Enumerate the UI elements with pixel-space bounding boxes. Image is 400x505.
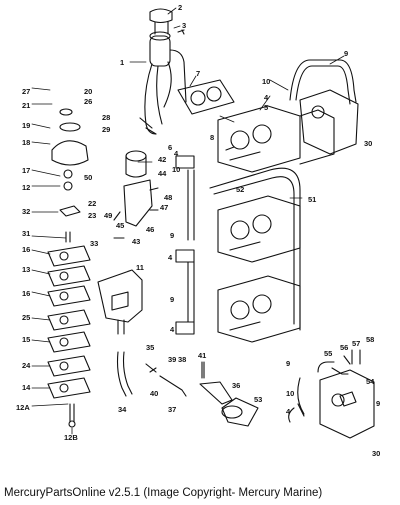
callout-16b: 16 (22, 289, 30, 298)
callout-26: 26 (84, 97, 92, 106)
fuel-pump-body (97, 269, 143, 335)
callout-52: 52 (236, 185, 244, 194)
callout-43: 43 (132, 237, 140, 246)
callout-4e: 4 (286, 407, 291, 416)
carburetor-bottom (217, 275, 301, 343)
callout-30: 30 (364, 139, 372, 148)
callout-49: 49 (104, 211, 112, 220)
callout-23: 23 (88, 211, 96, 220)
fuel-hoses (175, 59, 357, 415)
callout-46: 46 (146, 225, 154, 234)
callout-31: 31 (22, 229, 30, 238)
right-lower-fittings (288, 349, 361, 423)
callout-36: 36 (232, 381, 240, 390)
callout-8: 8 (210, 133, 214, 142)
callout-22: 22 (88, 199, 96, 208)
callout-13: 13 (22, 265, 30, 274)
callout-9d: 9 (286, 359, 290, 368)
callout-12: 12 (22, 183, 30, 192)
callout-labels: 1 2 3 4 5 6 7 8 9 10 11 12 12A 12B 13 14… (16, 3, 380, 458)
callout-50: 50 (84, 173, 92, 182)
callout-12B: 12B (64, 433, 78, 442)
callout-1: 1 (120, 58, 124, 67)
callout-14: 14 (22, 383, 31, 392)
callout-6: 6 (168, 143, 172, 152)
callout-39: 39 (168, 355, 176, 364)
callout-3: 3 (182, 21, 186, 30)
callout-51: 51 (308, 195, 316, 204)
carburetor-side-view (299, 89, 375, 439)
callout-4d: 4 (170, 325, 175, 334)
callout-5: 5 (264, 103, 268, 112)
callout-21: 21 (22, 101, 30, 110)
callout-25: 25 (22, 313, 30, 322)
callout-4c: 4 (168, 253, 173, 262)
callout-42: 42 (158, 155, 166, 164)
callout-2: 2 (178, 3, 182, 12)
callout-33: 33 (90, 239, 98, 248)
callout-28: 28 (102, 113, 110, 122)
callout-37: 37 (168, 405, 176, 414)
callout-27: 27 (22, 87, 30, 96)
callout-29: 29 (102, 125, 110, 134)
callout-30b: 30 (372, 449, 380, 458)
callout-20: 20 (84, 87, 92, 96)
callout-11: 11 (136, 263, 144, 272)
callout-35: 35 (146, 343, 154, 352)
carburetor-top (217, 105, 335, 173)
callout-9: 9 (344, 49, 348, 58)
callout-44: 44 (158, 169, 167, 178)
carburetor-middle (217, 195, 301, 263)
carburetor-gasket (177, 79, 235, 115)
callout-10b: 10 (172, 165, 180, 174)
callout-55: 55 (324, 349, 332, 358)
callout-4: 4 (264, 93, 269, 102)
callout-9c: 9 (170, 295, 174, 304)
callout-53: 53 (254, 395, 262, 404)
bracket-assembly (113, 150, 159, 239)
callout-47: 47 (160, 203, 168, 212)
callout-18: 18 (22, 138, 30, 147)
callout-10: 10 (262, 77, 270, 86)
image-caption: MercuryPartsOnline v2.5.1 (Image Copyrig… (4, 487, 323, 499)
callout-38: 38 (178, 355, 186, 364)
exploded-parts-diagram: 1 2 3 4 5 6 7 8 9 10 11 12 12A 12B 13 14… (16, 3, 380, 458)
solenoid-assembly (139, 8, 187, 135)
callout-34: 34 (118, 405, 127, 414)
callout-15: 15 (22, 335, 30, 344)
callout-32: 32 (22, 207, 30, 216)
callout-58: 58 (366, 335, 374, 344)
callout-56: 56 (340, 343, 348, 352)
callout-57: 57 (352, 339, 360, 348)
callout-9e: 9 (376, 399, 380, 408)
callout-12A: 12A (16, 403, 30, 412)
callout-45: 45 (116, 221, 124, 230)
callout-41: 41 (198, 351, 206, 360)
callout-4b: 4 (174, 149, 179, 158)
callout-54: 54 (366, 377, 375, 386)
callout-9b: 9 (170, 231, 174, 240)
callout-10c: 10 (286, 389, 294, 398)
lower-hardware (116, 351, 259, 427)
callout-48: 48 (164, 193, 172, 202)
callout-24: 24 (22, 361, 31, 370)
callout-17: 17 (22, 166, 30, 175)
fuel-pump-stack (47, 108, 91, 428)
callout-leaders (31, 7, 345, 435)
callout-40: 40 (150, 389, 158, 398)
callout-7: 7 (196, 69, 200, 78)
callout-19: 19 (22, 121, 30, 130)
callout-16: 16 (22, 245, 30, 254)
